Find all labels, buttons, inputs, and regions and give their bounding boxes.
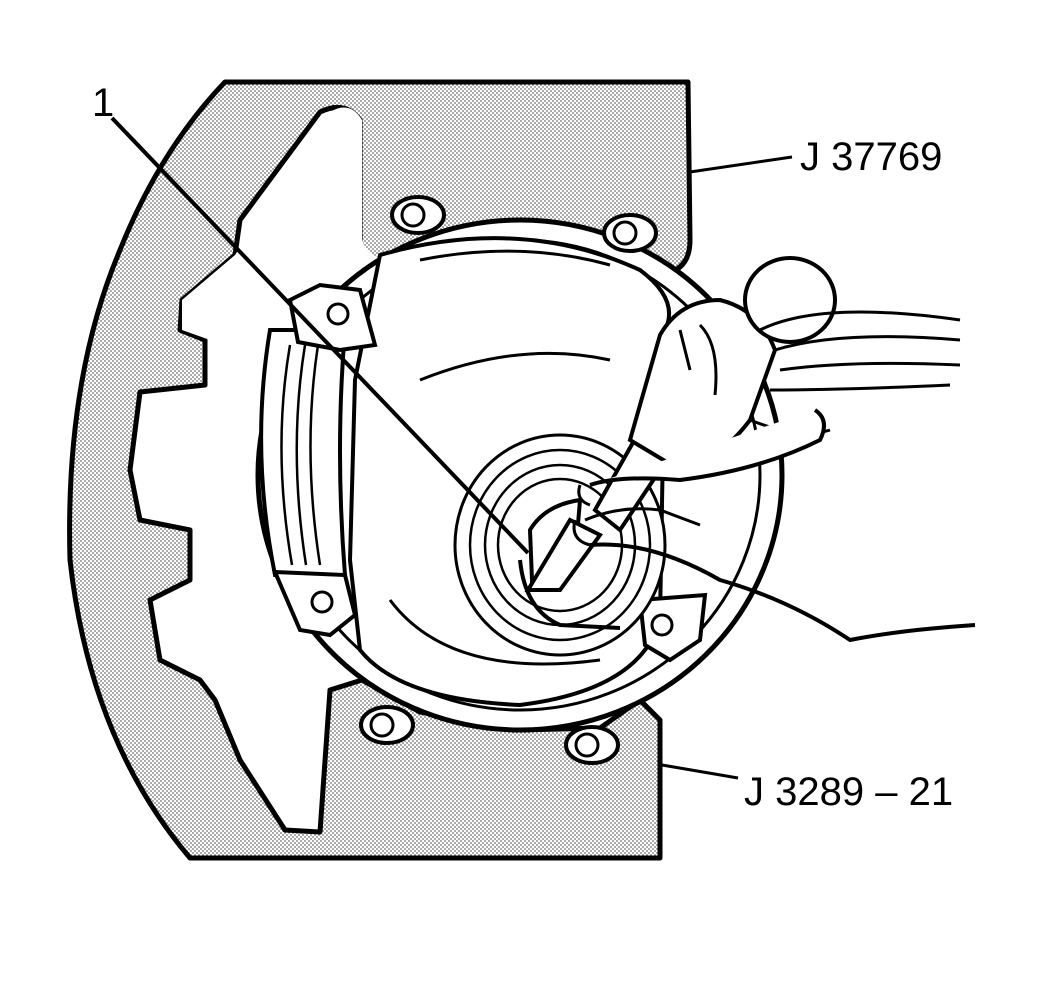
lower-hand [572,408,976,643]
fixture-bolt-upper-left [390,195,446,235]
fixture-bolt-lower-right [564,725,620,765]
fixture-bolt-lower-left [359,705,415,745]
hammer-icon [627,256,837,473]
mounting-ear-lower-right [637,592,708,663]
tool-callout-upper: J 37769 [800,135,942,179]
left-flange [259,328,348,577]
part-callout-1: 1 [92,81,114,125]
fixture-bolt-upper-right [602,213,658,253]
leader-lines [110,116,793,780]
fixture-opening [182,107,420,385]
mounting-ear-upper-left [287,282,378,353]
mounting-ear-lower-left [271,569,358,638]
tool-callout-lower: J 3289 – 21 [744,770,953,814]
